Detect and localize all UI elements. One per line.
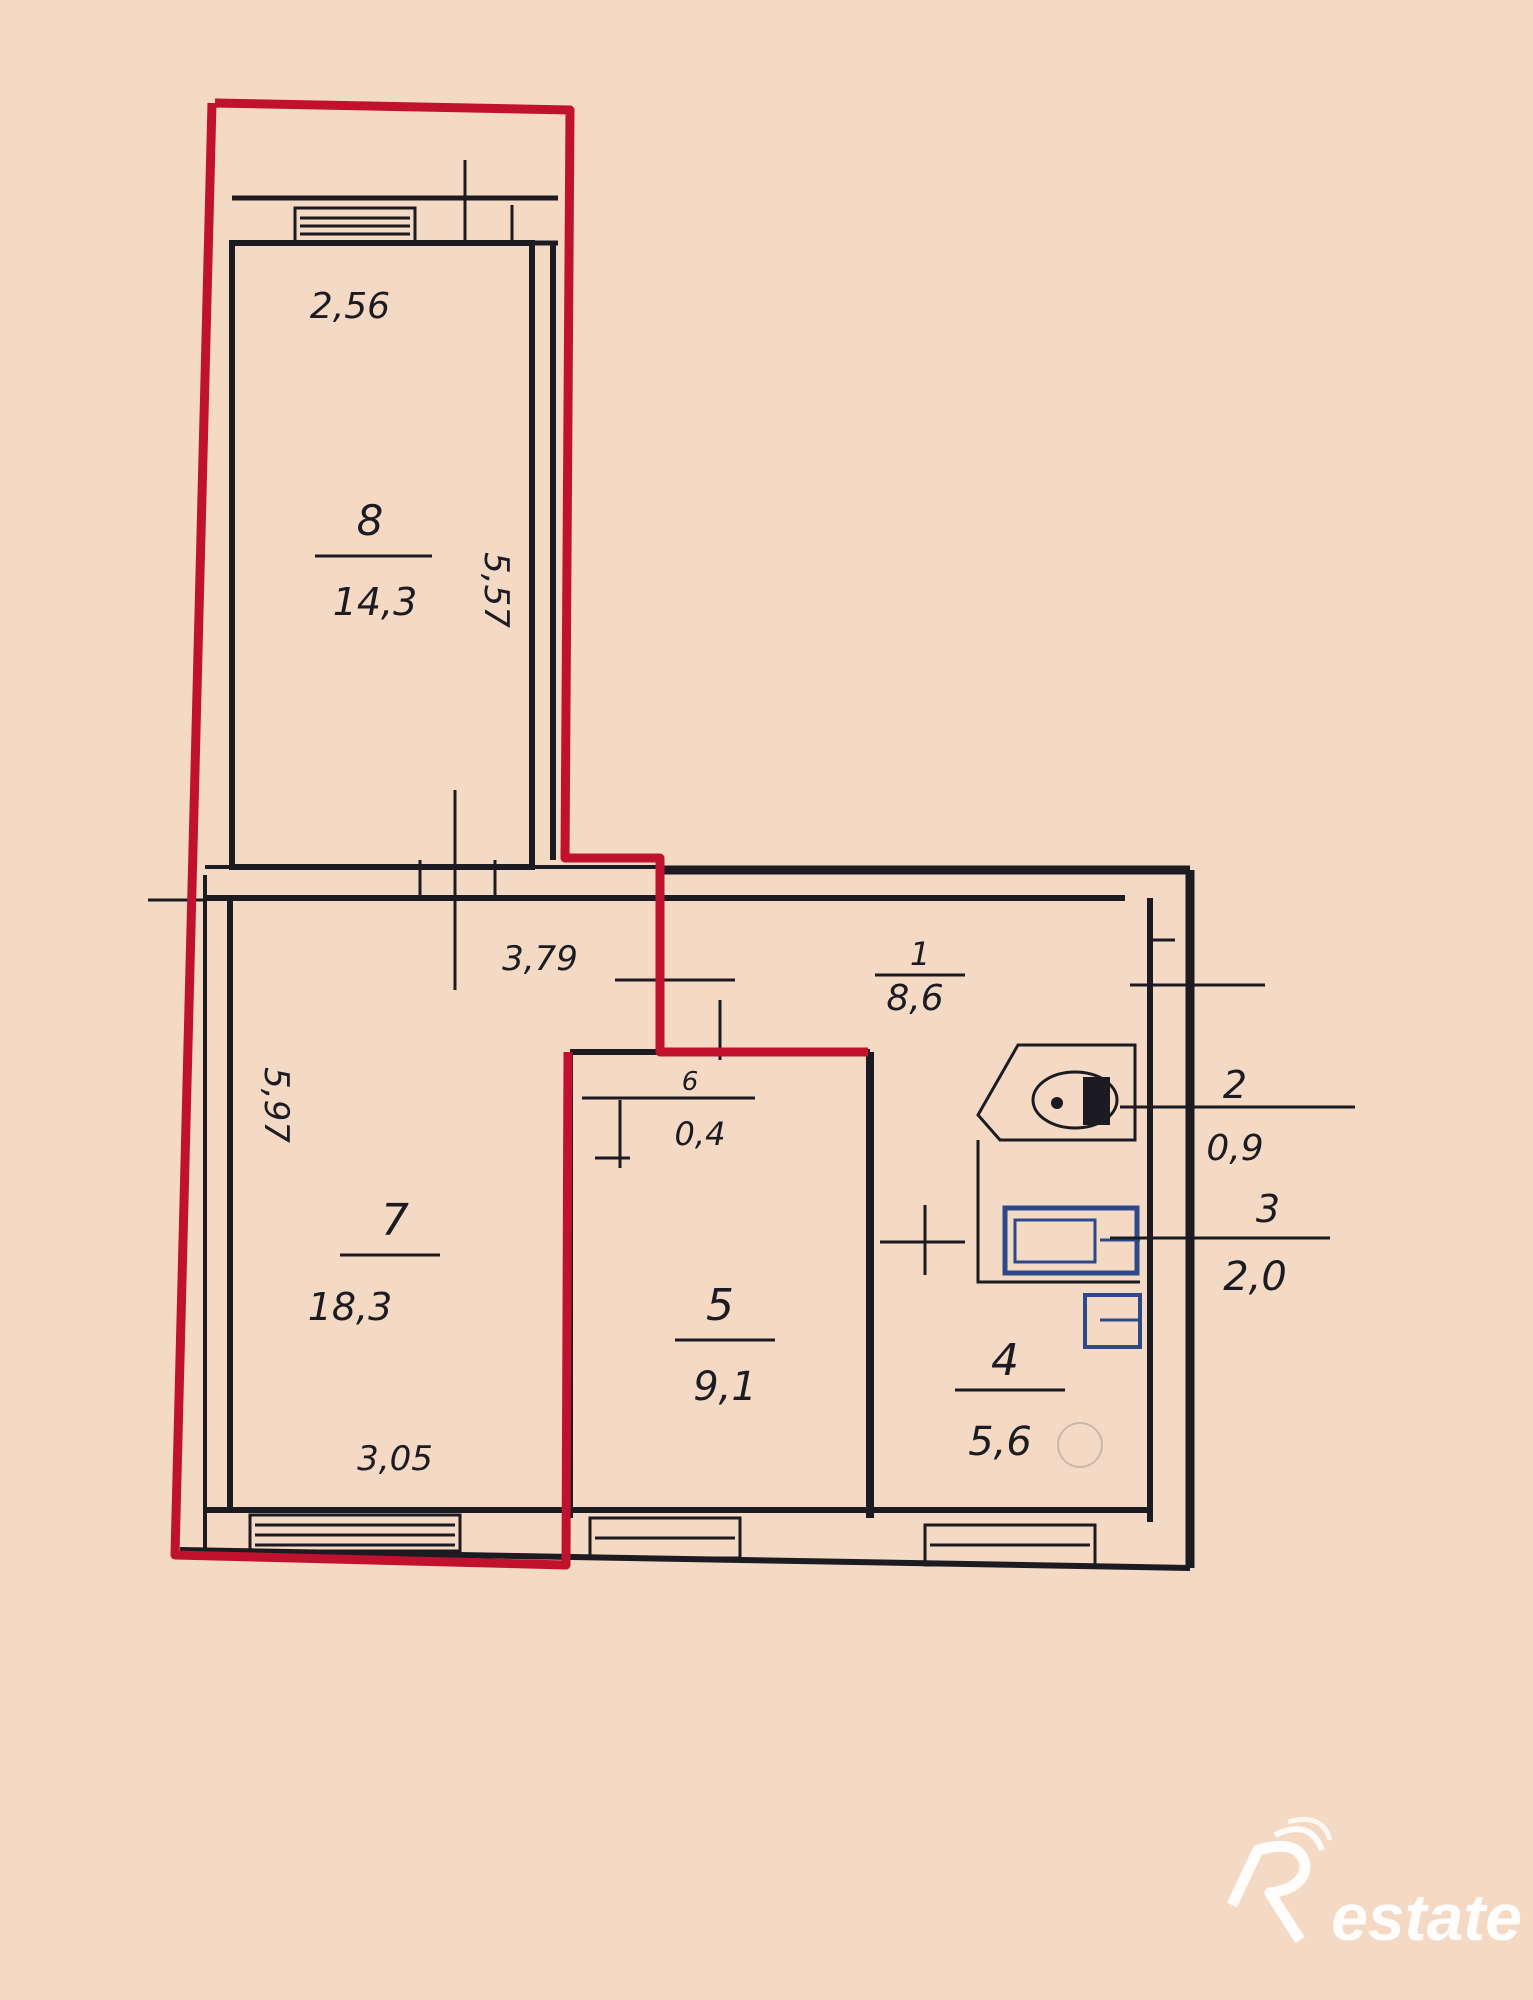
room-8-length-dim: 5,57 — [476, 552, 516, 628]
toilet-block — [976, 1043, 1137, 1142]
bath-enclosure — [976, 1140, 1140, 1284]
room-6-area: 0,4 — [675, 1115, 726, 1153]
toilet-icon — [1031, 1070, 1119, 1130]
window-room-5 — [588, 1516, 742, 1560]
room-8-area: 14,3 — [333, 580, 418, 624]
room-2-number: 2 — [1223, 1063, 1247, 1107]
room-7-number: 7 — [381, 1195, 409, 1246]
room-labels: 8 14,3 7 18,3 1 8,6 6 0,4 5 9,1 4 5,6 2 … — [308, 496, 1355, 1465]
dimension-labels: 2,56 5,57 5,97 3,05 3,79 — [256, 286, 578, 1479]
room-1-area: 8,6 — [886, 978, 943, 1019]
room-7-width-dim: 3,05 — [357, 1439, 433, 1479]
room-6-number: 6 — [682, 1067, 699, 1097]
highlighted-area-outline — [170, 98, 868, 1570]
room-7-length-dim: 5,97 — [256, 1067, 296, 1143]
watermark-text: estate — [1331, 1880, 1522, 1954]
bathroom-fixtures — [976, 1043, 1142, 1468]
room-3-area: 2,0 — [1223, 1254, 1287, 1300]
corridor-width-dim: 3,79 — [502, 939, 578, 979]
restate-logo-r-icon — [1227, 1840, 1311, 1943]
room-2-area: 0,9 — [1206, 1128, 1263, 1169]
stove-mark-icon — [1057, 1422, 1103, 1468]
room-5-area: 9,1 — [693, 1364, 757, 1410]
restate-watermark: estate — [1227, 1816, 1522, 1954]
room-8-width-dim: 2,56 — [310, 286, 390, 327]
windows — [248, 206, 1097, 1567]
room-4-number: 4 — [991, 1335, 1019, 1386]
toilet-tank-icon — [1083, 1077, 1110, 1125]
room-3-number: 3 — [1256, 1187, 1280, 1231]
window-room-8 — [293, 206, 417, 244]
room-1-number: 1 — [910, 935, 930, 973]
room-4-area: 5,6 — [968, 1419, 1032, 1465]
window-room-4 — [923, 1523, 1097, 1567]
room-8-number: 8 — [357, 496, 384, 545]
room-7-area: 18,3 — [308, 1285, 393, 1329]
walls — [179, 195, 1195, 1571]
window-room-7 — [248, 1513, 462, 1553]
room-5-number: 5 — [706, 1280, 734, 1331]
door-ticks — [148, 160, 1265, 1275]
